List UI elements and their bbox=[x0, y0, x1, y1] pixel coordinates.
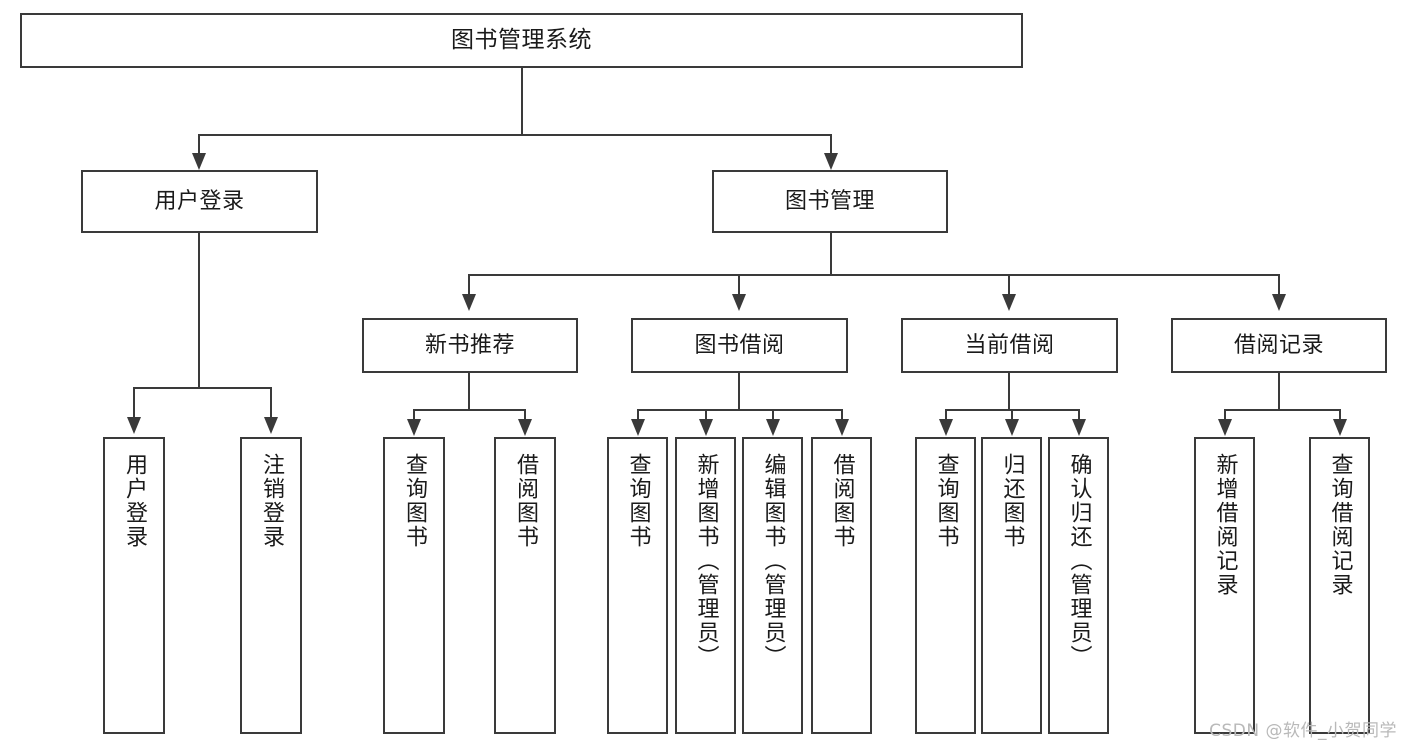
arrowhead-user-login-leaf1 bbox=[127, 417, 141, 434]
leaf-user-login-logout[interactable]: 注销登录 bbox=[240, 437, 302, 734]
connector-borrow-record-leaf1 bbox=[1224, 409, 1226, 421]
connector-root-bus bbox=[198, 134, 832, 136]
connector-user-login-bus bbox=[133, 387, 270, 389]
leaf-user-login-login[interactable]: 用户登录 bbox=[103, 437, 165, 734]
node-label: 注销登录 bbox=[259, 453, 284, 549]
connector-new-book-stem bbox=[468, 373, 470, 409]
node-user-login[interactable]: 用户登录 bbox=[81, 170, 318, 233]
arrowhead-book-borrow-leaf4 bbox=[835, 419, 849, 436]
node-label: 归还图书 bbox=[999, 453, 1025, 549]
connector-book-manage-to-current bbox=[1008, 274, 1010, 296]
arrowhead-current-borrow-leaf3 bbox=[1072, 419, 1086, 436]
arrowhead-book-manage-to-record bbox=[1272, 294, 1286, 311]
leaf-new-book-query-book[interactable]: 查询图书 bbox=[383, 437, 445, 734]
node-label: 编辑图书（管理员） bbox=[760, 453, 786, 669]
connector-root-to-user-login bbox=[198, 134, 200, 156]
node-label: 查询图书 bbox=[402, 453, 427, 549]
connector-user-login-stem bbox=[198, 233, 200, 387]
arrowhead-new-book-leaf2 bbox=[518, 419, 532, 436]
leaf-book-borrow-add-book[interactable]: 新增图书（管理员） bbox=[675, 437, 736, 734]
arrowhead-book-manage-to-borrow bbox=[732, 294, 746, 311]
connector-book-borrow-leaf1 bbox=[637, 409, 639, 421]
connector-current-borrow-leaf2 bbox=[1011, 409, 1013, 421]
node-label: 图书管理 bbox=[784, 188, 875, 214]
connector-user-login-leaf2 bbox=[270, 387, 272, 419]
leaf-new-book-borrow-book[interactable]: 借阅图书 bbox=[494, 437, 556, 734]
leaf-book-borrow-query-book[interactable]: 查询图书 bbox=[607, 437, 668, 734]
arrowhead-current-borrow-leaf1 bbox=[939, 419, 953, 436]
connector-borrow-record-leaf2 bbox=[1339, 409, 1341, 421]
connector-book-borrow-leaf2 bbox=[705, 409, 707, 421]
arrowhead-root-to-book-manage bbox=[824, 153, 838, 170]
connector-book-manage-to-new-book bbox=[468, 274, 470, 296]
connector-user-login-leaf1 bbox=[133, 387, 135, 419]
connector-borrow-record-bus bbox=[1224, 409, 1339, 411]
node-borrow-record[interactable]: 借阅记录 bbox=[1171, 318, 1387, 373]
node-label: 确认归还（管理员） bbox=[1066, 453, 1092, 669]
leaf-book-borrow-borrow-book[interactable]: 借阅图书 bbox=[811, 437, 872, 734]
leaf-borrow-record-add-record[interactable]: 新增借阅记录 bbox=[1194, 437, 1255, 734]
arrowhead-book-borrow-leaf2 bbox=[699, 419, 713, 436]
arrowhead-new-book-leaf1 bbox=[407, 419, 421, 436]
arrowhead-book-manage-to-current bbox=[1002, 294, 1016, 311]
arrowhead-book-borrow-leaf1 bbox=[631, 419, 645, 436]
node-label: 新增借阅记录 bbox=[1212, 453, 1238, 597]
arrowhead-book-borrow-leaf3 bbox=[766, 419, 780, 436]
node-label: 图书管理系统 bbox=[451, 26, 592, 53]
connector-new-book-bus bbox=[413, 409, 524, 411]
connector-book-manage-bus bbox=[468, 274, 1278, 276]
connector-book-borrow-leaf4 bbox=[841, 409, 843, 421]
node-label: 查询借阅记录 bbox=[1327, 453, 1353, 597]
connector-book-borrow-bus bbox=[637, 409, 842, 411]
arrowhead-borrow-record-leaf1 bbox=[1218, 419, 1232, 436]
leaf-book-borrow-edit-book[interactable]: 编辑图书（管理员） bbox=[742, 437, 803, 734]
node-label: 新书推荐 bbox=[424, 332, 515, 358]
arrowhead-user-login-leaf2 bbox=[264, 417, 278, 434]
connector-book-manage-stem bbox=[830, 233, 832, 274]
leaf-current-borrow-return-book[interactable]: 归还图书 bbox=[981, 437, 1042, 734]
arrowhead-book-manage-to-new-book bbox=[462, 294, 476, 311]
leaf-borrow-record-query-record[interactable]: 查询借阅记录 bbox=[1309, 437, 1370, 734]
connector-book-borrow-leaf3 bbox=[772, 409, 774, 421]
node-label: 查询图书 bbox=[625, 453, 651, 549]
arrowhead-borrow-record-leaf2 bbox=[1333, 419, 1347, 436]
leaf-current-borrow-query-book[interactable]: 查询图书 bbox=[915, 437, 976, 734]
connector-borrow-record-stem bbox=[1278, 373, 1280, 409]
node-label: 用户登录 bbox=[122, 453, 147, 549]
node-label: 新增图书（管理员） bbox=[693, 453, 719, 669]
node-label: 当前借阅 bbox=[964, 332, 1055, 358]
node-label: 借阅图书 bbox=[513, 453, 538, 549]
node-root-system[interactable]: 图书管理系统 bbox=[20, 13, 1023, 68]
node-label: 借阅记录 bbox=[1233, 332, 1324, 358]
node-label: 图书借阅 bbox=[694, 332, 785, 358]
node-label: 用户登录 bbox=[154, 188, 245, 214]
node-label: 借阅图书 bbox=[829, 453, 855, 549]
connector-current-borrow-leaf1 bbox=[945, 409, 947, 421]
connector-root-to-book-manage bbox=[830, 134, 832, 156]
connector-current-borrow-leaf3 bbox=[1078, 409, 1080, 421]
node-current-borrow[interactable]: 当前借阅 bbox=[901, 318, 1118, 373]
connector-root-stem bbox=[521, 68, 523, 134]
node-book-borrow[interactable]: 图书借阅 bbox=[631, 318, 848, 373]
connector-new-book-leaf2 bbox=[524, 409, 526, 421]
arrowhead-current-borrow-leaf2 bbox=[1005, 419, 1019, 436]
arrowhead-root-to-user-login bbox=[192, 153, 206, 170]
connector-book-manage-to-record bbox=[1278, 274, 1280, 296]
leaf-current-borrow-confirm-return[interactable]: 确认归还（管理员） bbox=[1048, 437, 1109, 734]
connector-book-borrow-stem bbox=[738, 373, 740, 409]
connector-current-borrow-stem bbox=[1008, 373, 1010, 409]
connector-book-manage-to-borrow bbox=[738, 274, 740, 296]
node-label: 查询图书 bbox=[933, 453, 959, 549]
node-new-book-recommend[interactable]: 新书推荐 bbox=[362, 318, 578, 373]
csdn-watermark: CSDN @软件_小贺同学 bbox=[1209, 721, 1397, 741]
connector-new-book-leaf1 bbox=[413, 409, 415, 421]
node-book-management[interactable]: 图书管理 bbox=[712, 170, 948, 233]
